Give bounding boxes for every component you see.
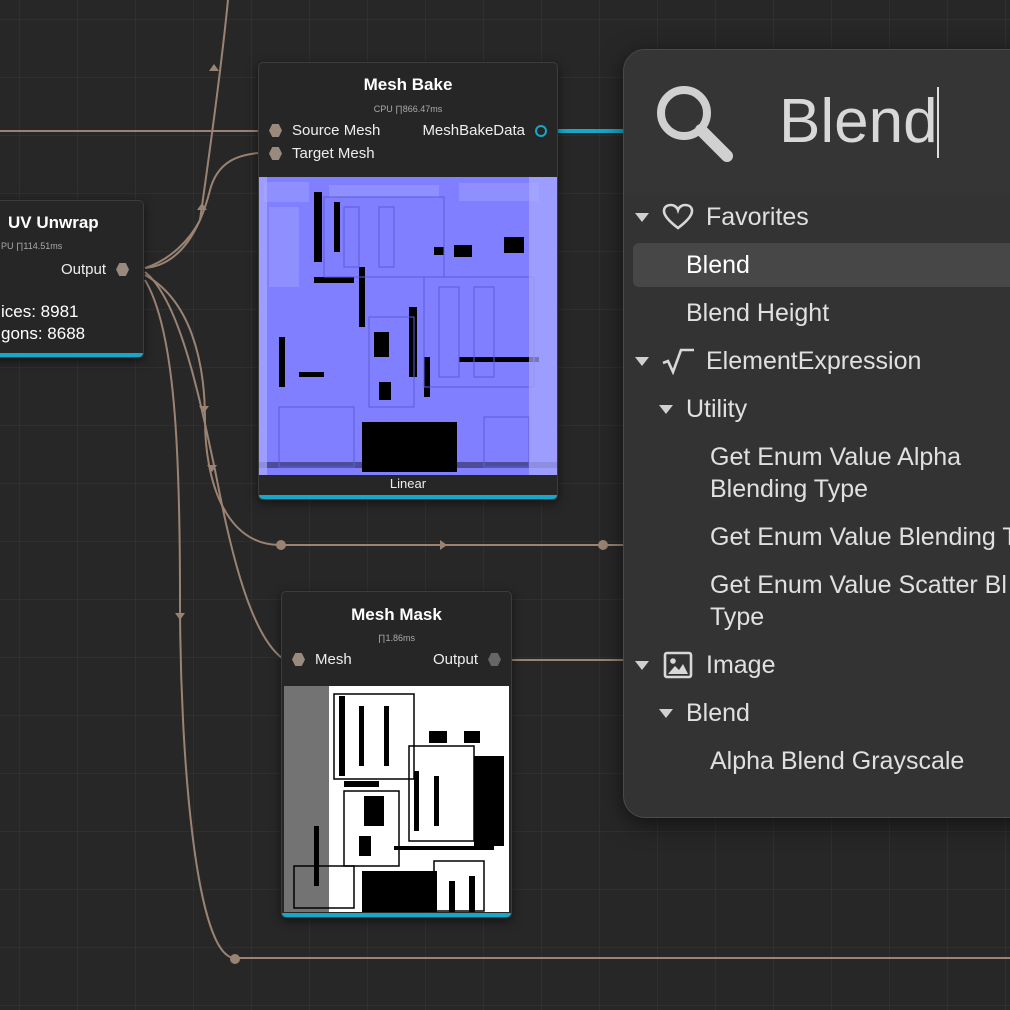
search-header: Blend <box>624 50 1010 193</box>
result-get-enum-blending[interactable]: Get Enum Value Blending T <box>624 515 1010 559</box>
result-label: Image <box>706 650 776 679</box>
flow-arrow <box>207 465 217 472</box>
node-timing: PU ∏114.51ms <box>1 241 63 251</box>
result-label: Get Enum Value Blending T <box>710 522 1010 551</box>
node-search-panel: Blend Favorites Blend Blend Height Eleme… <box>623 49 1010 818</box>
mesh-bake-node[interactable]: Mesh Bake CPU ∏866.47ms Source Mesh Targ… <box>258 62 558 500</box>
polygon-count: gons: 8688 <box>1 324 86 343</box>
output-port-row: Output <box>433 651 501 668</box>
subcategory-blend[interactable]: Blend <box>624 691 1010 735</box>
wire-top-left <box>144 0 229 269</box>
category-element-expression[interactable]: ElementExpression <box>624 339 1010 383</box>
result-label: Alpha Blend Grayscale <box>710 746 965 775</box>
flow-arrow <box>175 613 185 620</box>
result-get-enum-alpha-blending[interactable]: Get Enum Value Alpha Blending Type <box>624 435 1010 515</box>
uv-unwrap-node[interactable]: UV Unwrap PU ∏114.51ms Output ices: 8981… <box>0 200 144 358</box>
collapse-triangle-icon[interactable] <box>659 405 673 414</box>
input-port-mesh: Mesh <box>292 651 352 668</box>
mask-preview <box>284 686 509 912</box>
result-label: Get Enum Value Alpha <box>710 443 962 471</box>
flow-arrow <box>209 64 219 71</box>
node-title: UV Unwrap <box>8 213 99 232</box>
subcategory-utility[interactable]: Utility <box>624 387 1010 431</box>
output-port[interactable] <box>116 263 130 276</box>
result-blend-selected[interactable]: Blend <box>633 243 1010 287</box>
normal-map-preview <box>259 177 557 475</box>
wire-to-target-mesh <box>144 152 259 269</box>
output-port-bake-data: MeshBakeData <box>422 122 547 139</box>
collapse-triangle-icon[interactable] <box>635 213 649 222</box>
result-label: Get Enum Value Scatter Bl <box>710 571 1007 599</box>
result-label: Blend <box>686 698 750 727</box>
color-space-label: Linear <box>389 476 427 491</box>
collapse-triangle-icon[interactable] <box>635 661 649 670</box>
reroute-dot <box>598 540 608 550</box>
output-port[interactable] <box>488 653 501 666</box>
mesh-mask-node[interactable]: Mesh Mask ∏1.86ms Mesh Output <box>281 591 512 918</box>
flow-arrow <box>440 540 447 550</box>
heart-icon <box>662 203 694 230</box>
input-port[interactable] <box>269 124 282 137</box>
port-label: Output <box>61 261 107 278</box>
result-label: Blend <box>686 250 750 279</box>
port-label: Output <box>432 651 478 668</box>
port-label: Source Mesh <box>292 122 381 139</box>
collapse-triangle-icon[interactable] <box>659 709 673 718</box>
category-image[interactable]: Image <box>624 643 1010 687</box>
vertex-count: ices: 8981 <box>1 302 79 321</box>
node-timing: CPU ∏866.47ms <box>373 104 443 114</box>
output-port-row: Output <box>61 261 130 278</box>
result-label-line2: Blending Type <box>710 475 868 503</box>
input-port[interactable] <box>269 147 282 160</box>
result-get-enum-scatter[interactable]: Get Enum Value Scatter Bl Type <box>624 563 1010 643</box>
port-label: Mesh <box>315 651 352 668</box>
result-label: ElementExpression <box>706 346 922 375</box>
category-favorites[interactable]: Favorites <box>624 195 1010 239</box>
result-label: Blend Height <box>686 298 830 327</box>
wire-long-down <box>144 279 1010 959</box>
input-port-target-mesh: Target Mesh <box>269 145 375 162</box>
node-status-bar <box>0 353 143 357</box>
output-port[interactable] <box>535 124 547 137</box>
result-label: Favorites <box>706 202 809 231</box>
node-timing: ∏1.86ms <box>378 633 415 643</box>
port-label: Target Mesh <box>292 145 375 162</box>
result-label-line2: Type <box>710 603 765 631</box>
reroute-dot <box>230 954 240 964</box>
node-status-bar <box>259 495 557 499</box>
wire-to-mesh-mask <box>144 271 283 659</box>
image-icon <box>663 651 693 679</box>
input-port-source-mesh: Source Mesh <box>269 122 380 139</box>
sqrt-icon <box>662 348 694 375</box>
flow-arrow <box>197 203 207 210</box>
reroute-dot <box>276 540 286 550</box>
result-blend-height[interactable]: Blend Height <box>624 291 1010 335</box>
magnifier-icon <box>657 86 733 162</box>
result-label: Utility <box>686 394 748 423</box>
node-title: Mesh Mask <box>351 605 442 624</box>
result-alpha-blend-grayscale[interactable]: Alpha Blend Grayscale <box>624 739 1010 783</box>
input-port[interactable] <box>292 653 305 666</box>
node-title: Mesh Bake <box>363 75 453 94</box>
flow-arrow <box>199 406 209 413</box>
node-status-bar <box>282 913 511 917</box>
text-caret <box>937 87 939 158</box>
search-input[interactable]: Blend <box>779 87 938 156</box>
port-label: MeshBakeData <box>422 122 525 139</box>
collapse-triangle-icon[interactable] <box>635 357 649 366</box>
